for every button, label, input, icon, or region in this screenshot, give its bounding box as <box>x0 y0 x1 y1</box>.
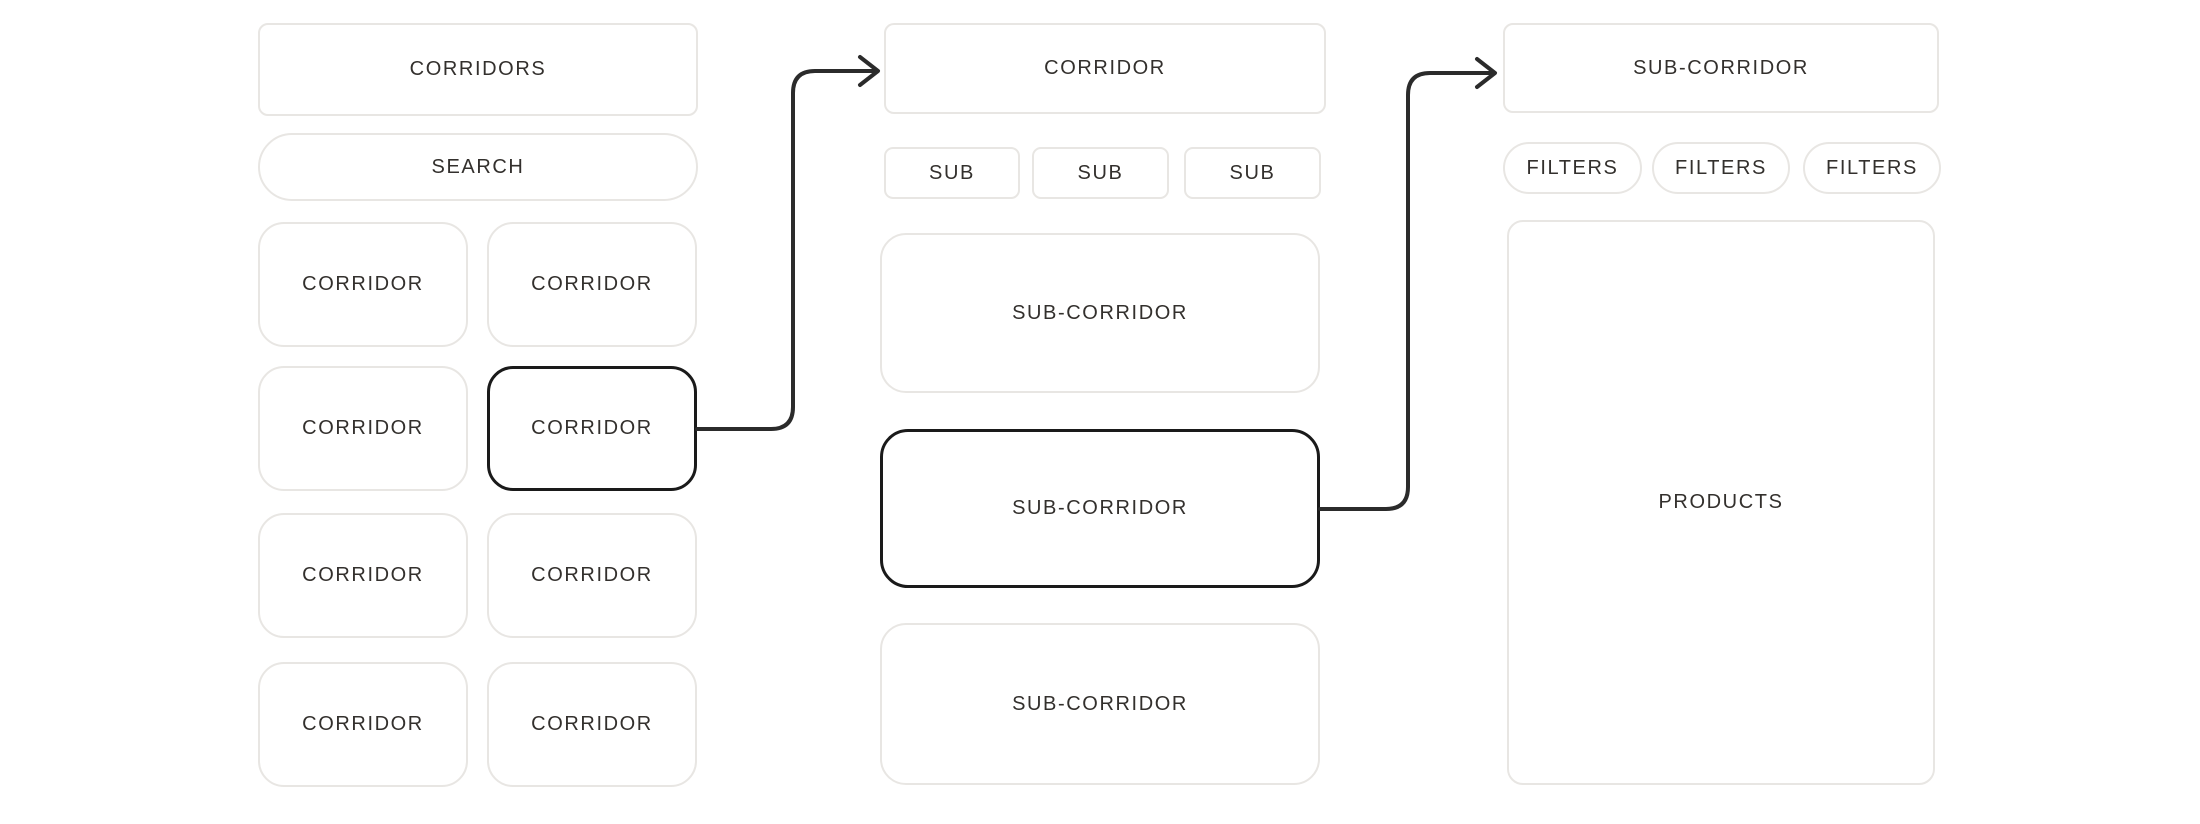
corridor-header: CORRIDOR <box>884 23 1326 114</box>
sub-tab[interactable]: SUB <box>1184 147 1321 199</box>
corridor-title: CORRIDOR <box>1044 57 1166 79</box>
corridor-cell[interactable]: CORRIDOR <box>258 366 468 491</box>
sub-tab[interactable]: SUB <box>884 147 1020 199</box>
subcorridor-card-selected[interactable]: SUB-CORRIDOR <box>880 429 1320 588</box>
corridor-cell-label: CORRIDOR <box>302 417 424 439</box>
corridor-cell[interactable]: CORRIDOR <box>487 513 697 638</box>
subcorridor-card[interactable]: SUB-CORRIDOR <box>880 233 1320 393</box>
corridor-cell-label: CORRIDOR <box>302 564 424 586</box>
corridor-cell-label: CORRIDOR <box>531 273 653 295</box>
corridor-cell-label: CORRIDOR <box>302 713 424 735</box>
sub-tab[interactable]: SUB <box>1032 147 1169 199</box>
filter-pill-label: FILTERS <box>1526 156 1619 179</box>
flow-arrow-corridor-to-corridor <box>695 55 880 431</box>
search-box[interactable]: SEARCH <box>258 133 698 201</box>
corridor-cell-selected[interactable]: CORRIDOR <box>487 366 697 491</box>
filter-pill[interactable]: FILTERS <box>1503 142 1642 194</box>
products-panel: PRODUCTS <box>1507 220 1935 785</box>
corridor-cell-label: CORRIDOR <box>531 564 653 586</box>
subcorridor-card[interactable]: SUB-CORRIDOR <box>880 623 1320 785</box>
products-label: PRODUCTS <box>1658 491 1784 513</box>
corridor-cell-label: CORRIDOR <box>302 273 424 295</box>
corridor-cell[interactable]: CORRIDOR <box>258 662 468 787</box>
subcorridor-card-label: SUB-CORRIDOR <box>1012 692 1188 715</box>
corridor-cell[interactable]: CORRIDOR <box>487 662 697 787</box>
corridor-cell[interactable]: CORRIDOR <box>258 513 468 638</box>
filter-pill[interactable]: FILTERS <box>1652 142 1790 194</box>
subcorridor-title: SUB-CORRIDOR <box>1633 56 1809 79</box>
subcorridor-card-label: SUB-CORRIDOR <box>1012 497 1188 519</box>
sub-tab-label: SUB <box>1229 161 1276 184</box>
corridors-title: CORRIDORS <box>409 58 547 80</box>
filter-pill-label: FILTERS <box>1826 156 1918 179</box>
corridor-cell-label: CORRIDOR <box>531 417 653 439</box>
sub-tab-label: SUB <box>1077 161 1124 184</box>
subcorridor-card-label: SUB-CORRIDOR <box>1012 301 1188 324</box>
filter-pill[interactable]: FILTERS <box>1803 142 1941 194</box>
filter-pill-label: FILTERS <box>1675 156 1767 179</box>
flow-arrow-subcorridor-to-subcorridor <box>1318 57 1497 511</box>
search-label: SEARCH <box>431 155 525 178</box>
corridor-cell[interactable]: CORRIDOR <box>487 222 697 347</box>
corridor-cell-label: CORRIDOR <box>531 713 653 735</box>
corridors-header: CORRIDORS <box>258 23 698 116</box>
sub-tab-label: SUB <box>929 161 975 184</box>
subcorridor-header: SUB-CORRIDOR <box>1503 23 1939 113</box>
corridor-cell[interactable]: CORRIDOR <box>258 222 468 347</box>
